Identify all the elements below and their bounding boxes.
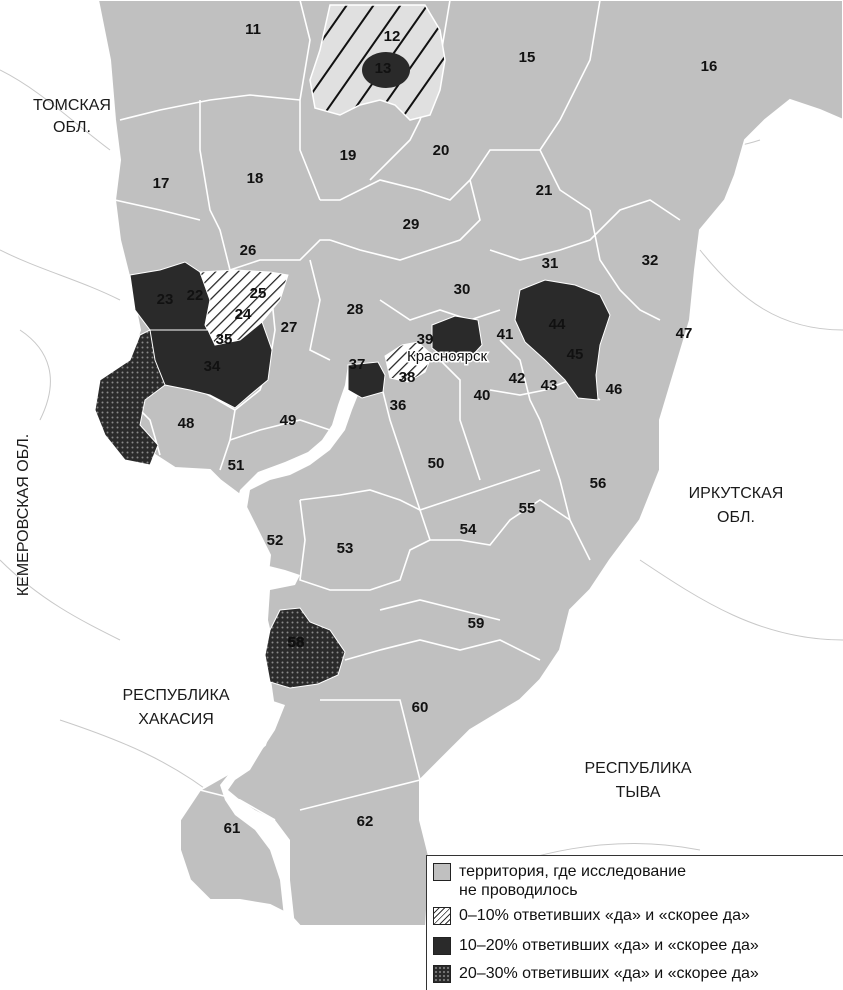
- region-50-label: 50: [428, 455, 445, 472]
- region-62-label: 62: [357, 813, 374, 830]
- legend-label-0-10: 0–10% ответивших «да» и «скорее да»: [459, 907, 750, 924]
- legend-label-not-studied: территория, где исследование не проводил…: [459, 862, 686, 900]
- region-39-label: 39: [417, 331, 434, 348]
- region-13-area: [362, 52, 410, 88]
- region-21-label: 21: [536, 182, 553, 199]
- region-47-label: 47: [676, 325, 693, 342]
- legend-item-0-10: 0–10% ответивших «да» и «скорее да»: [433, 906, 750, 925]
- khakasia-label-2: ХАКАСИЯ: [138, 711, 214, 728]
- region-37-label: 37: [349, 356, 366, 373]
- legend-label-10-20: 10–20% ответивших «да» и «скорее да»: [459, 937, 759, 954]
- region-32-label: 32: [642, 252, 659, 269]
- region-11-label: 11: [245, 21, 261, 38]
- region-19-label: 19: [340, 147, 357, 164]
- region-44-45-area: [514, 279, 611, 401]
- kemerovo-label: КЕМЕРОВСКАЯ ОБЛ.: [15, 434, 32, 596]
- region-53-label: 53: [337, 540, 354, 557]
- region-55-label: 55: [519, 500, 536, 517]
- legend-item-not-studied: территория, где исследование не проводил…: [433, 862, 686, 900]
- legend-swatch-dots: [433, 965, 451, 983]
- region-49-label: 49: [280, 412, 297, 429]
- region-34-label: 34: [204, 358, 221, 375]
- region-42-label: 42: [509, 370, 526, 387]
- region-26-label: 26: [240, 242, 257, 259]
- legend-item-20-30: 20–30% ответивших «да» и «скорее да»: [433, 964, 759, 983]
- legend-swatch-gray: [433, 863, 451, 881]
- region-18-label: 18: [247, 170, 264, 187]
- region-16-label: 16: [701, 58, 718, 75]
- region-39-area: [431, 315, 483, 359]
- tomsk-label-1: ТОМСКАЯ: [33, 97, 111, 114]
- region-58-area: [264, 607, 346, 689]
- map-legend: территория, где исследование не проводил…: [426, 855, 843, 990]
- region-59-label: 59: [468, 615, 485, 632]
- region-34-35-area: [149, 321, 273, 409]
- region-54-label: 54: [460, 521, 477, 538]
- region-41-label: 41: [497, 326, 514, 343]
- tomsk-label-2: ОБЛ.: [53, 119, 91, 136]
- region-60-label: 60: [412, 699, 429, 716]
- region-46-label: 46: [606, 381, 623, 398]
- irkutsk-label-1: ИРКУТСКАЯ: [689, 485, 784, 502]
- legend-swatch-hatch: [433, 907, 451, 925]
- region-38-label: 38: [399, 369, 416, 386]
- region-17-label: 17: [153, 175, 170, 192]
- khakasia-label-1: РЕСПУБЛИКА: [122, 687, 229, 704]
- region-36-label: 36: [390, 397, 407, 414]
- region-12-label: 12: [384, 28, 401, 45]
- region-44-label: 44: [549, 316, 566, 333]
- region-61-label: 61: [224, 820, 241, 837]
- region-37-area: [347, 361, 386, 399]
- city-label-krasnoyarsk: Красноярск: [407, 348, 488, 365]
- region-43-label: 43: [541, 377, 558, 394]
- legend-item-10-20: 10–20% ответивших «да» и «скорее да»: [433, 936, 759, 955]
- region-30-label: 30: [454, 281, 471, 298]
- region-51-label: 51: [228, 457, 245, 474]
- region-35-label: 35: [216, 331, 233, 348]
- region-13-label: 13: [375, 60, 392, 77]
- region-numbers: 11 12 13 15 16 17 18 19 20 21 22 23 24 2…: [153, 21, 718, 837]
- legend-label-not-studied-line2: не проводилось: [459, 882, 578, 899]
- tyva-label-2: ТЫВА: [616, 784, 661, 801]
- region-58-label: 58: [288, 634, 305, 651]
- region-24-label: 24: [235, 306, 252, 323]
- legend-label-20-30: 20–30% ответивших «да» и «скорее да»: [459, 965, 759, 982]
- region-45-label: 45: [567, 346, 584, 363]
- region-25-label: 25: [250, 285, 267, 302]
- region-38-area: [384, 341, 433, 383]
- tyva-label-1: РЕСПУБЛИКА: [584, 760, 691, 777]
- legend-swatch-dark: [433, 937, 451, 955]
- region-west-dotted-area: [94, 329, 166, 466]
- legend-label-not-studied-line1: территория, где исследование: [459, 863, 686, 880]
- region-40-label: 40: [474, 387, 491, 404]
- region-31-label: 31: [542, 255, 559, 272]
- region-15-label: 15: [519, 49, 536, 66]
- region-29-label: 29: [403, 216, 420, 233]
- region-23-label: 23: [157, 291, 174, 308]
- region-22-label: 22: [187, 287, 204, 304]
- irkutsk-label-2: ОБЛ.: [717, 509, 755, 526]
- region-52-label: 52: [267, 532, 284, 549]
- region-56-label: 56: [590, 475, 607, 492]
- region-20-label: 20: [433, 142, 450, 159]
- region-28-label: 28: [347, 301, 364, 318]
- region-27-label: 27: [281, 319, 298, 336]
- region-48-label: 48: [178, 415, 195, 432]
